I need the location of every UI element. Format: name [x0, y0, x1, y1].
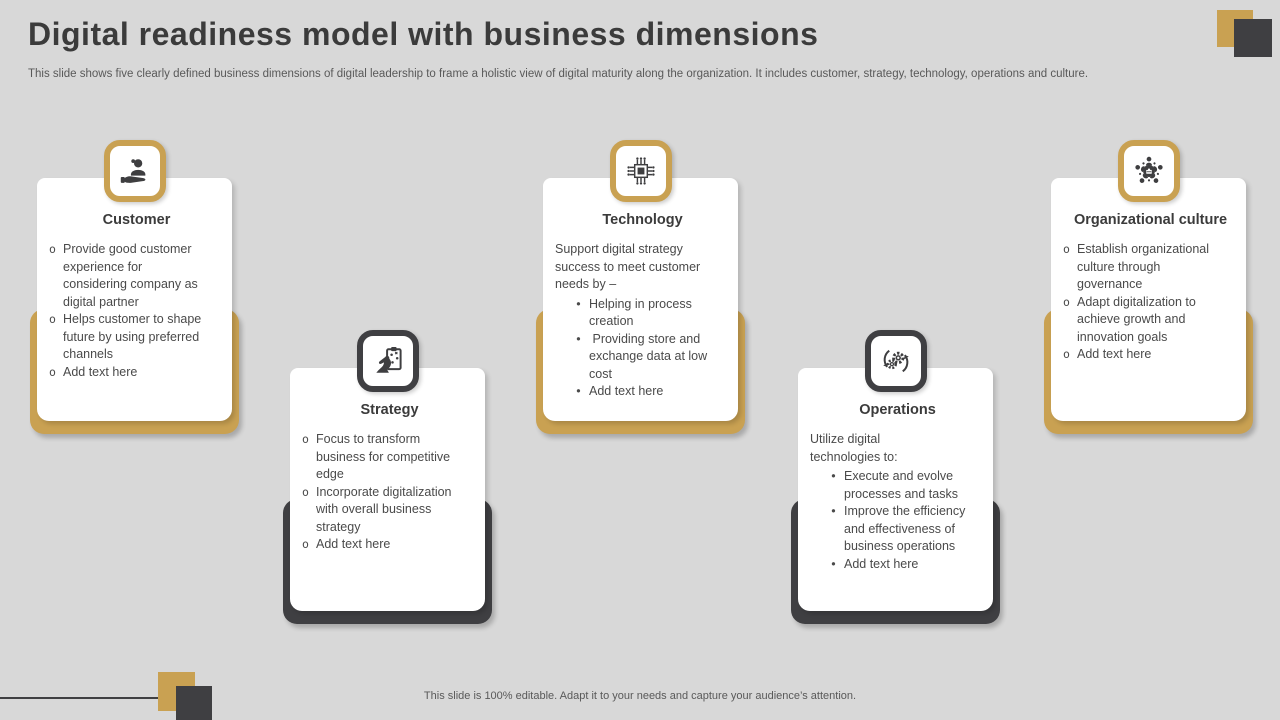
bullet-text: Add text here	[316, 537, 391, 551]
bullet-text: Helps customer to shape future by using …	[63, 312, 205, 361]
list-item: • Improve the efficiency and effectivene…	[830, 503, 985, 556]
list-item: • Providing store and exchange data at l…	[575, 331, 730, 384]
bullet-text: Execute and evolve processes and tasks	[844, 469, 958, 501]
strategy-knight-icon	[356, 330, 419, 392]
card-panel: Customer o Provide good customer experie…	[37, 178, 232, 421]
bullet-marker: o	[302, 432, 309, 446]
top-right-dark-square	[1234, 19, 1272, 57]
card-strategy: Strategy o Focus to transform business f…	[283, 330, 492, 624]
bullet-marker: o	[49, 312, 56, 326]
bullet-text: Incorporate digitalization with overall …	[316, 484, 455, 534]
page-title: Digital readiness model with business di…	[28, 16, 819, 52]
bullet-marker: o	[302, 484, 309, 499]
card-title: Customer	[102, 212, 171, 228]
bullet-list: • Execute and evolve processes and tasks…	[830, 468, 985, 573]
org-culture-icon	[1117, 140, 1180, 202]
card-title: Strategy	[360, 402, 419, 418]
slide-subtitle: This slide shows five clearly defined bu…	[28, 68, 1089, 80]
card-intro: Utilize digital technologies to:	[810, 432, 898, 464]
list-item: o Add text here	[49, 364, 224, 382]
list-item: o Establish organizational culture throu…	[1063, 241, 1238, 294]
card-title: Technology	[602, 212, 683, 228]
bullet-marker: o	[1063, 347, 1070, 361]
bullet-text: Improve the efficiency and effectiveness…	[844, 504, 969, 553]
bullet-text: Add text here	[844, 556, 919, 571]
bottom-left-dark-square	[176, 686, 212, 720]
cpu-chip-icon	[609, 140, 672, 202]
bullet-list: o Establish organizational culture throu…	[1063, 241, 1238, 364]
list-item: • Helping in process creation	[575, 296, 730, 331]
bullet-marker: •	[830, 504, 837, 518]
bullet-list: • Helping in process creation • Providin…	[575, 296, 730, 401]
bullet-text: Provide good customer experience for con…	[63, 242, 202, 309]
bullet-marker: o	[1063, 242, 1070, 256]
gears-cycle-icon	[864, 330, 927, 392]
list-item: o Add text here	[1063, 346, 1238, 364]
bullet-list: o Focus to transform business for compet…	[302, 431, 477, 554]
list-item: o Helps customer to shape future by usin…	[49, 311, 224, 364]
card-intro: Support digital strategy success to meet…	[555, 242, 704, 291]
card-organizational-culture: Organizational culture o Establish organ…	[1044, 140, 1253, 434]
card-panel: Operations Utilize digital technologies …	[798, 368, 993, 611]
list-item: o Provide good customer experience for c…	[49, 241, 224, 311]
list-item: • Execute and evolve processes and tasks	[830, 468, 985, 503]
list-item: o Add text here	[302, 536, 477, 554]
list-item: o Focus to transform business for compet…	[302, 431, 477, 484]
card-technology: Technology Support digital strategy succ…	[536, 140, 745, 434]
card-panel: Organizational culture o Establish organ…	[1051, 178, 1246, 421]
bullet-marker: o	[302, 537, 309, 551]
bullet-marker: o	[49, 242, 56, 256]
bullet-text: Add text here	[1077, 347, 1152, 361]
card-title: Organizational culture	[1073, 212, 1228, 228]
bullet-text: Helping in process creation	[589, 296, 696, 329]
customer-care-icon	[103, 140, 166, 202]
bullet-marker: •	[575, 331, 582, 346]
bullet-marker: •	[830, 556, 837, 571]
card-title: Operations	[859, 402, 936, 418]
list-item: • Add text here	[575, 383, 730, 401]
footer-divider-line	[0, 697, 160, 699]
bullet-text: Providing store and exchange data at low…	[589, 331, 711, 381]
list-item: • Add text here	[830, 556, 985, 574]
bullet-marker: •	[575, 384, 582, 398]
bullet-list: o Provide good customer experience for c…	[49, 241, 224, 381]
bullet-text: Focus to transform business for competit…	[316, 432, 454, 481]
list-item: o Adapt digitalization to achieve growth…	[1063, 294, 1238, 347]
bullet-text: Add text here	[589, 384, 664, 398]
footer-note: This slide is 100% editable. Adapt it to…	[423, 690, 857, 702]
card-customer: Customer o Provide good customer experie…	[30, 140, 239, 434]
list-item: o Incorporate digitalization with overal…	[302, 484, 477, 537]
bullet-text: Adapt digitalization to achieve growth a…	[1077, 294, 1200, 344]
bullet-marker: o	[49, 364, 56, 379]
bullet-marker: o	[1063, 294, 1070, 309]
bullet-marker: •	[830, 469, 837, 483]
card-panel: Technology Support digital strategy succ…	[543, 178, 738, 421]
card-operations: Operations Utilize digital technologies …	[791, 330, 1000, 624]
card-panel: Strategy o Focus to transform business f…	[290, 368, 485, 611]
bullet-text: Add text here	[63, 364, 138, 379]
bullet-marker: •	[575, 296, 582, 311]
bullet-text: Establish organizational culture through…	[1077, 242, 1213, 291]
